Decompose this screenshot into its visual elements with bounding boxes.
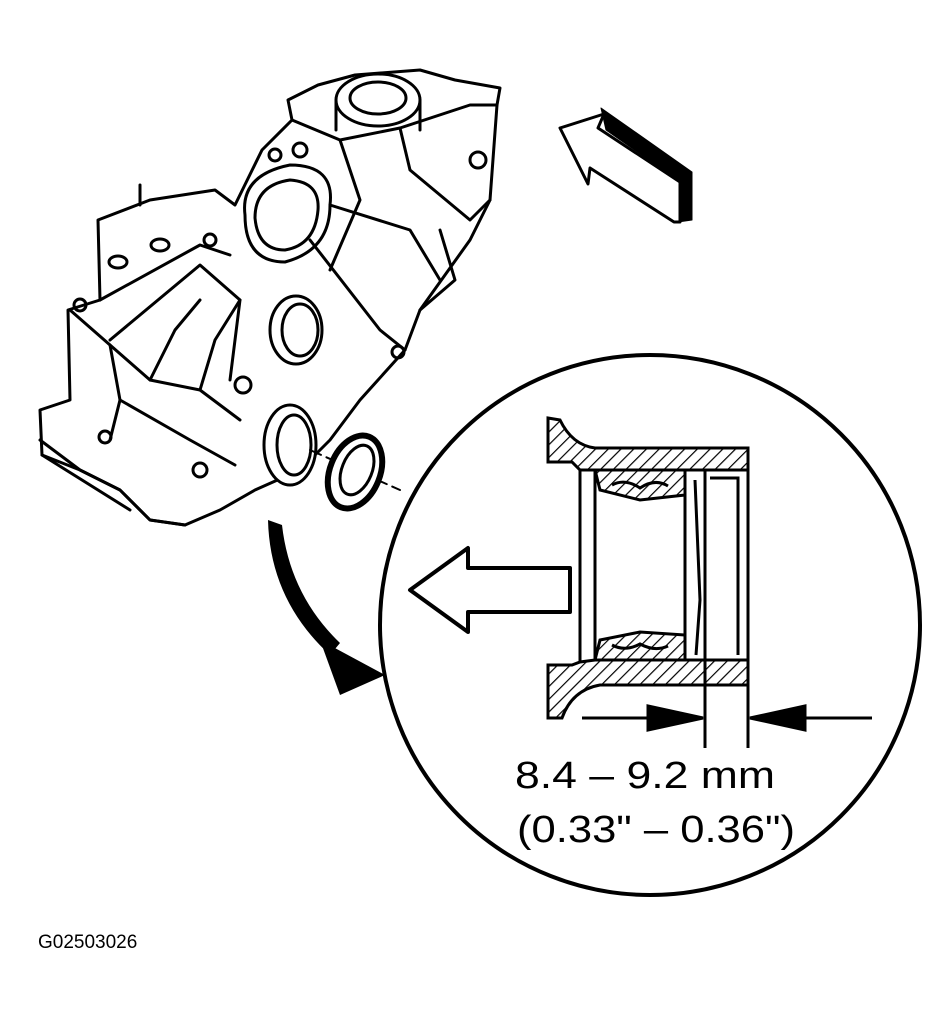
- cover-outline: [38, 68, 502, 527]
- view-direction-arrow: [558, 107, 693, 224]
- seal-bore-lower: [262, 403, 318, 487]
- seal-bore-upper-inner: [280, 302, 320, 358]
- left-web-3: [108, 343, 242, 422]
- callout-arrow-shaft: [268, 520, 340, 655]
- right-rib-b: [308, 238, 407, 352]
- dim-arrow-right: [749, 704, 807, 732]
- small-hole-b: [149, 237, 171, 253]
- left-web-2: [108, 263, 242, 382]
- bolt-hole-8: [97, 429, 113, 445]
- top-boss-inner: [348, 80, 408, 116]
- measurement-metric: 8.4 – 9.2 mm: [515, 755, 775, 797]
- bolt-hole-3: [267, 147, 283, 163]
- base-edge: [40, 453, 132, 512]
- detail-view: 8.4 – 9.2 mm (0.33" – 0.36"): [378, 353, 922, 897]
- engine-front-cover: [38, 68, 502, 527]
- seal-bore-upper: [268, 294, 324, 366]
- bolt-hole-6: [72, 297, 88, 313]
- callout-arrow: [268, 520, 385, 695]
- left-web-7: [68, 308, 122, 442]
- seal-case-detail: [693, 479, 702, 656]
- seal-bore-lower-inner: [275, 413, 313, 477]
- seal-section: [578, 468, 750, 662]
- dimension-lines: [582, 660, 872, 748]
- crankcase-edge: [38, 438, 187, 527]
- measurement-imperial: (0.33" – 0.36"): [517, 809, 795, 851]
- upper-rib: [328, 138, 362, 272]
- seal-case-detail-2: [710, 476, 740, 655]
- bolt-hole-4: [390, 344, 406, 360]
- left-web-1: [98, 243, 232, 302]
- seal-centerline: [309, 449, 401, 491]
- bolt-hole-1: [468, 150, 488, 170]
- right-rib-a: [328, 203, 442, 282]
- large-bore-inner: [253, 178, 320, 252]
- detail-circle: [378, 353, 922, 897]
- upper-rib-2: [398, 126, 492, 222]
- left-web-6: [198, 298, 242, 392]
- bolt-hole-9: [191, 461, 209, 479]
- callout-arrow-head: [320, 640, 385, 695]
- arrow-body: [558, 112, 682, 224]
- seal-top-lip: [593, 468, 687, 502]
- left-web-4: [118, 398, 237, 467]
- seal-spring-bottom: [611, 642, 669, 651]
- bolt-hole-7: [233, 375, 253, 395]
- figure-id: G02503026: [38, 932, 137, 953]
- seal-case-flange: [703, 468, 750, 662]
- left-web-5: [148, 298, 202, 382]
- bolt-hole-5: [202, 232, 218, 248]
- install-direction-arrow: [408, 546, 572, 634]
- seal-spring-top: [611, 480, 669, 490]
- dim-arrow-left: [646, 704, 704, 732]
- right-rib-c: [418, 228, 457, 312]
- bolt-hole-2: [291, 141, 309, 159]
- oil-seal-inner: [338, 443, 376, 497]
- oil-seal: [324, 432, 386, 512]
- small-hole-a: [107, 254, 129, 270]
- top-boss-wall: [334, 98, 422, 132]
